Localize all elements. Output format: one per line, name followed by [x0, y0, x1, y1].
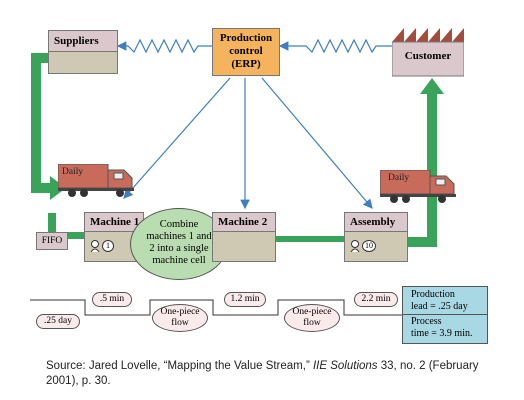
timeline-step-3: 2.2 min — [354, 292, 398, 307]
assembly-operator-count: 10 — [362, 240, 376, 252]
process-line-a: Process — [411, 316, 442, 327]
erp-line-2: control — [229, 45, 263, 57]
one-piece-flow-2: One-piece flow — [284, 304, 340, 332]
erp-to-machine1-signal — [123, 77, 231, 199]
combine-line-4: machine cell — [152, 255, 206, 266]
customer-label: Customer — [404, 50, 452, 62]
timeline-summary-box: Production lead = .25 day Process time =… — [402, 286, 488, 344]
erp-line-3: (ERP) — [231, 58, 261, 70]
combine-line-1: Combine — [159, 219, 199, 230]
assembly-body: 10 — [344, 232, 408, 262]
fifo-bar — [56, 232, 84, 239]
machine2-header: Machine 2 — [212, 212, 276, 232]
erp-to-assembly-signal — [261, 77, 373, 209]
left-truck-icon — [58, 164, 134, 197]
process-line-b: time = 3.9 min. — [411, 327, 473, 339]
caption-prefix: Source: Jared Lovelle, “Mapping the Valu… — [46, 360, 313, 372]
combine-line-3: 2 into a single — [149, 243, 209, 254]
flow2-line-b: flow — [303, 318, 321, 328]
lead-line-a: Production — [411, 289, 455, 300]
timeline-wait-1: .25 day — [36, 314, 80, 329]
suppliers-body — [48, 52, 118, 74]
assembly-to-customer-arrow — [408, 78, 444, 247]
suppliers-label: Suppliers — [54, 35, 99, 47]
operator-icon — [350, 240, 360, 252]
right-truck-label: Daily — [388, 173, 410, 183]
fifo-label: FIFO — [41, 236, 63, 246]
erp-line-1: Production — [219, 32, 273, 44]
m2-assembly-connector — [276, 236, 344, 242]
fifo-connector — [48, 213, 56, 233]
combine-kaizen-bubble: Combine machines 1 and 2 into a single m… — [130, 208, 228, 280]
source-caption: Source: Jared Lovelle, “Mapping the Valu… — [46, 359, 496, 389]
suppliers-header: Suppliers — [48, 30, 118, 52]
machine2-label: Machine 2 — [218, 216, 268, 228]
caption-journal: IIE Solutions — [312, 360, 378, 372]
machine1-operator-count: 1 — [102, 240, 114, 252]
customer-factory-icon — [392, 28, 464, 77]
production-control-box: Production control (ERP) — [212, 28, 280, 76]
machine2-body — [212, 232, 276, 262]
machine1-label: Machine 1 — [90, 216, 140, 228]
one-piece-flow-1: One-piece flow — [152, 304, 208, 332]
operator-icon — [90, 240, 100, 252]
right-truck-icon — [380, 170, 456, 203]
caption-suffix: 33, no. 2 (February 2001), p. 30. — [46, 360, 479, 387]
flow2-line-a: One-piece — [292, 307, 332, 317]
left-truck-label: Daily — [62, 167, 84, 177]
assembly-header: Assembly — [344, 212, 408, 232]
assembly-label: Assembly — [350, 216, 396, 228]
erp-to-supplier-signal — [116, 38, 212, 54]
combine-line-2: machines 1 and — [146, 231, 212, 242]
timeline-ladder — [30, 299, 402, 316]
flow1-line-a: One-piece — [160, 307, 200, 317]
timeline-step-2: 1.2 min — [224, 292, 266, 307]
flow-lines — [30, 38, 444, 316]
customer-to-erp-signal — [278, 38, 392, 54]
lead-line-b: lead = .25 day — [411, 300, 468, 312]
flow1-line-b: flow — [171, 318, 189, 328]
timeline-step-1: .5 min — [92, 292, 132, 307]
fifo-box: FIFO — [36, 232, 68, 250]
